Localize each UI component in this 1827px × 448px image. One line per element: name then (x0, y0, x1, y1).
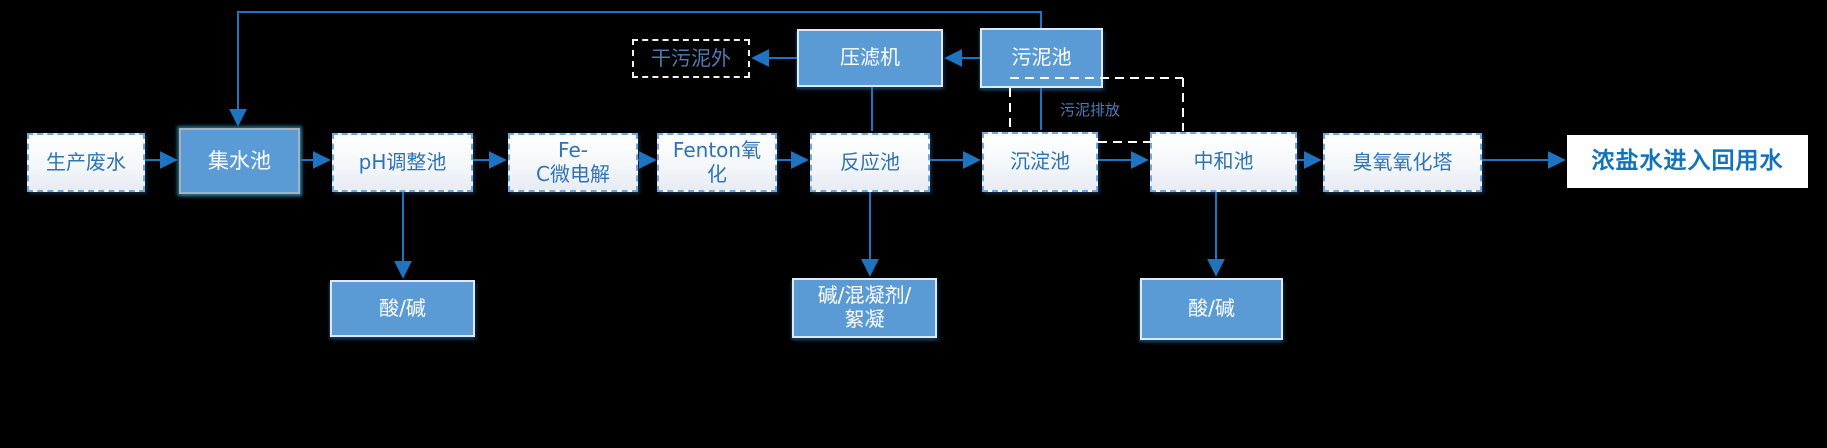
node-alkali-coagulant-flocculant-dosing[interactable]: 碱/混凝剂/ 絮凝 (792, 278, 937, 338)
node-fenton-oxidation[interactable]: Fenton氧 化 (657, 133, 777, 192)
node-collection-tank[interactable]: 集水池 (179, 128, 300, 194)
node-neutralization-tank[interactable]: 中和池 (1150, 132, 1297, 192)
node-fe-c-micro-electrolysis[interactable]: Fe- C微电解 (508, 133, 638, 192)
node-filter-press[interactable]: 压滤机 (797, 29, 943, 87)
node-ph-adjustment-tank[interactable]: pH调整池 (332, 133, 473, 192)
edge-label-sludge-discharge: 污泥排放 (1060, 101, 1121, 119)
node-production-wastewater[interactable]: 生产废水 (27, 133, 145, 192)
node-dry-sludge-out[interactable]: 干污泥外 (632, 39, 750, 78)
node-sedimentation-tank[interactable]: 沉淀池 (982, 132, 1098, 192)
node-acid-alkali-dosing-right[interactable]: 酸/碱 (1140, 278, 1283, 340)
node-brine-to-reuse-water[interactable]: 浓盐水进入回用水 (1567, 135, 1808, 188)
node-reaction-tank[interactable]: 反应池 (810, 133, 930, 192)
node-ozone-oxidation-tower[interactable]: 臭氧氧化塔 (1323, 133, 1482, 192)
node-sludge-tank[interactable]: 污泥池 (980, 28, 1103, 88)
node-acid-alkali-dosing-left[interactable]: 酸/碱 (330, 280, 475, 337)
